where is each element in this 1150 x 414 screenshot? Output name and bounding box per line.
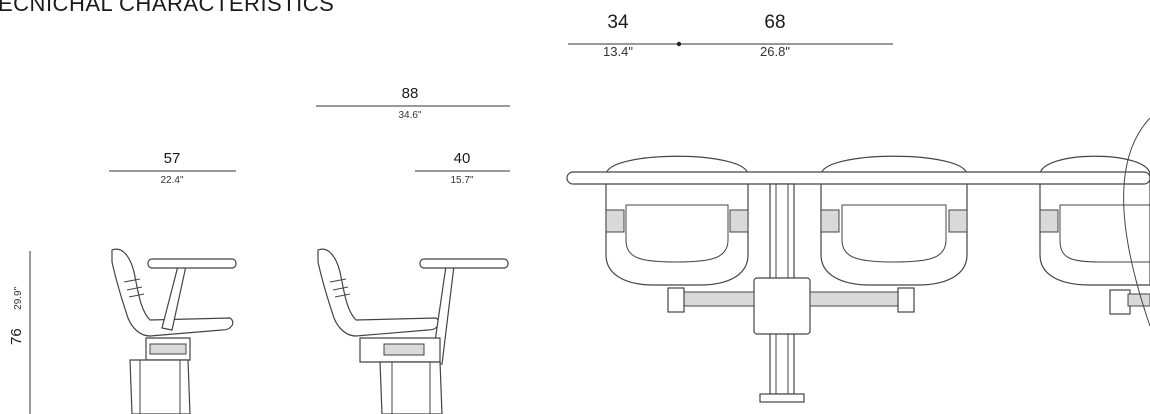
- dimension-value: 40: [453, 150, 471, 167]
- section-heading: ECNICHAL CHARACTERISTICS: [0, 0, 335, 16]
- dimension-40: 40 15.7": [437, 150, 487, 186]
- dimension-inches: 15.7": [450, 175, 474, 186]
- dimension-value: 68: [764, 12, 786, 33]
- dimension-inches: 22.4": [160, 175, 184, 186]
- dimension-inches: 26.8": [760, 44, 790, 59]
- dimension-34: 34 13.4": [588, 12, 648, 59]
- dimension-value: 34: [607, 12, 629, 33]
- dimension-88: 88 34.6": [385, 85, 435, 121]
- front-view-row: [566, 117, 1150, 403]
- dimension-value: 88: [401, 85, 419, 102]
- side-view-chair-1: [111, 248, 237, 414]
- dimension-57: 57 22.4": [147, 150, 197, 186]
- side-view-chair-2: [317, 248, 509, 414]
- dimension-inches: 34.6": [398, 110, 422, 121]
- dimension-value: 57: [163, 150, 181, 167]
- dim-line-dot: [676, 41, 682, 47]
- dimension-inches: 13.4": [603, 44, 633, 59]
- dimension-68: 68 26.8": [745, 12, 805, 59]
